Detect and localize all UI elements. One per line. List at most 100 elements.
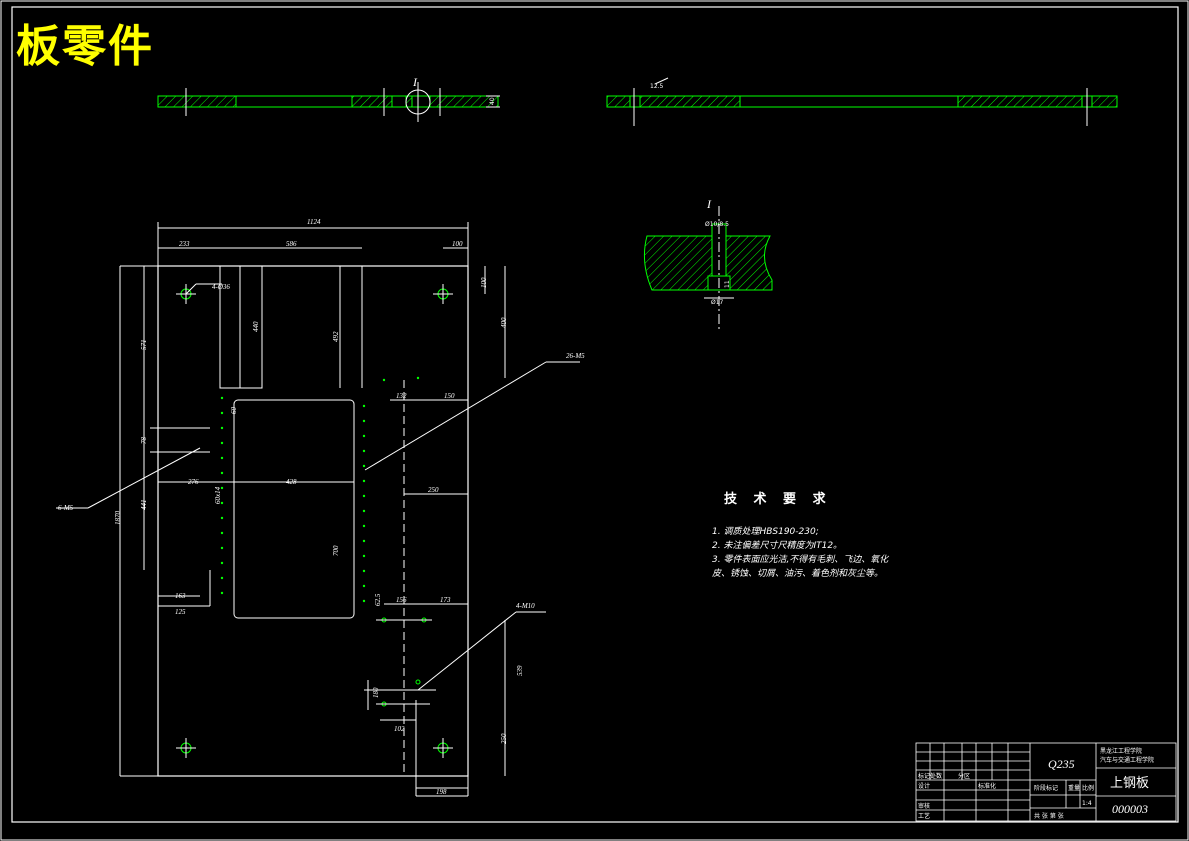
svg-text:78: 78 xyxy=(140,437,148,445)
m5-hole xyxy=(362,569,366,573)
tech-heading: 技 术 要 求 xyxy=(724,492,832,507)
m5-hole xyxy=(220,441,224,445)
m5-hole xyxy=(220,486,224,490)
svg-text:250: 250 xyxy=(500,733,508,744)
svg-text:440: 440 xyxy=(252,321,260,332)
m5-hole xyxy=(220,576,224,580)
tech-item-2: 2. 未注偏差尺寸尺精度为IT12。 xyxy=(712,541,843,551)
svg-text:700: 700 xyxy=(332,545,340,556)
m5-hole xyxy=(362,464,366,468)
m5-hole xyxy=(220,591,224,595)
svg-text:共 张 第 张: 共 张 第 张 xyxy=(1034,812,1064,820)
m5-hole xyxy=(362,404,366,408)
tech-requirements: 技 术 要 求 1. 调质处理HBS190-230; 2. 未注偏差尺寸尺精度为… xyxy=(712,488,888,581)
m5-hole xyxy=(362,479,366,483)
svg-text:400: 400 xyxy=(500,317,508,328)
svg-text:6-M5: 6-M5 xyxy=(58,504,74,512)
svg-text:173: 173 xyxy=(440,596,451,604)
m5-hole xyxy=(220,561,224,565)
plate-view: 1124 233 586 100 4-Ø36 26-M5 6-M5 4-M10 … xyxy=(56,218,585,797)
svg-text:I: I xyxy=(706,197,712,211)
svg-text:492: 492 xyxy=(332,331,340,342)
svg-text:539: 539 xyxy=(516,665,524,676)
material: Q235 xyxy=(1048,757,1075,771)
svg-text:Ø17: Ø17 xyxy=(711,299,724,306)
svg-text:100: 100 xyxy=(452,240,463,248)
drawing-title: 板零件 xyxy=(16,21,154,72)
svg-text:180: 180 xyxy=(372,687,380,698)
m5-hole xyxy=(362,419,366,423)
svg-text:125: 125 xyxy=(175,608,186,616)
svg-text:441: 441 xyxy=(140,500,148,511)
svg-text:标准化: 标准化 xyxy=(978,782,996,790)
svg-text:60: 60 xyxy=(230,407,238,415)
part-name: 上钢板 xyxy=(1110,776,1149,791)
dept-name: 汽车与交通工程学院 xyxy=(1100,756,1154,764)
school-name: 黑龙江工程学院 xyxy=(1100,747,1142,755)
m5-hole xyxy=(362,434,366,438)
svg-text:276: 276 xyxy=(188,478,199,486)
svg-text:198: 198 xyxy=(436,788,447,796)
svg-text:11: 11 xyxy=(724,280,731,288)
m5-hole xyxy=(362,509,366,513)
m5-hole xyxy=(220,516,224,520)
m5-hole xyxy=(220,546,224,550)
svg-text:1:4: 1:4 xyxy=(1082,800,1092,807)
m5-hole xyxy=(220,471,224,475)
svg-text:比例: 比例 xyxy=(1082,784,1094,792)
svg-text:26-M5: 26-M5 xyxy=(566,352,585,360)
m5-hole xyxy=(362,524,366,528)
svg-text:102: 102 xyxy=(394,725,405,733)
m5-hole xyxy=(362,599,366,603)
m5-hole xyxy=(220,456,224,460)
svg-text:12.5: 12.5 xyxy=(650,83,664,90)
svg-text:132: 132 xyxy=(396,392,407,400)
svg-text:Ø10/8.5: Ø10/8.5 xyxy=(705,221,729,228)
svg-text:1870: 1870 xyxy=(114,511,122,526)
drawing-no: 000003 xyxy=(1112,802,1148,816)
svg-text:阶段标记: 阶段标记 xyxy=(1034,784,1058,792)
detail-view-I: I Ø10/8.5 Ø17 11 xyxy=(643,197,773,330)
m5-hole xyxy=(362,554,366,558)
svg-text:571: 571 xyxy=(140,340,148,351)
svg-text:设计: 设计 xyxy=(918,782,930,790)
svg-text:1124: 1124 xyxy=(307,218,321,226)
m5-hole xyxy=(362,584,366,588)
svg-text:586: 586 xyxy=(286,240,297,248)
svg-text:分区: 分区 xyxy=(958,772,970,780)
m5-hole xyxy=(362,494,366,498)
svg-text:62.5: 62.5 xyxy=(374,593,382,606)
svg-text:156: 156 xyxy=(396,596,407,604)
m5-hole xyxy=(416,376,420,380)
m5-hole xyxy=(220,531,224,535)
svg-text:40: 40 xyxy=(489,97,496,105)
m5-hole xyxy=(220,411,224,415)
section-view-right: 12.5 xyxy=(606,77,1118,126)
m5-hole xyxy=(220,396,224,400)
title-block-text: Q235 黑龙江工程学院 汽车与交通工程学院 上钢板 000003 标记处数 分… xyxy=(918,747,1154,820)
svg-text:233: 233 xyxy=(179,240,190,248)
m5-hole xyxy=(362,449,366,453)
tech-item-3: 3. 零件表面应光洁,不得有毛刺、飞边、氧化 xyxy=(712,555,889,565)
m5-hole xyxy=(220,426,224,430)
svg-text:163: 163 xyxy=(175,592,186,600)
svg-text:重量: 重量 xyxy=(1068,784,1080,792)
tech-item-4: 皮、锈蚀、切屑、油污、着色剂和灰尘等。 xyxy=(712,569,884,579)
svg-text:审核: 审核 xyxy=(918,802,930,810)
svg-text:60x14: 60x14 xyxy=(214,486,222,504)
m5-hole xyxy=(382,378,386,382)
m5-hole xyxy=(362,539,366,543)
section-view-left: I 40 xyxy=(157,75,500,122)
svg-text:4-Ø36: 4-Ø36 xyxy=(212,283,230,291)
svg-text:428: 428 xyxy=(286,478,297,486)
svg-text:4-M10: 4-M10 xyxy=(516,602,535,610)
m5-hole xyxy=(220,501,224,505)
tech-item-1: 1. 调质处理HBS190-230; xyxy=(712,527,819,537)
svg-text:250: 250 xyxy=(428,486,439,494)
svg-text:100: 100 xyxy=(480,277,488,288)
inner-frame xyxy=(11,6,1179,823)
svg-text:标记处数: 标记处数 xyxy=(918,772,942,780)
section-marker: I xyxy=(412,75,418,89)
